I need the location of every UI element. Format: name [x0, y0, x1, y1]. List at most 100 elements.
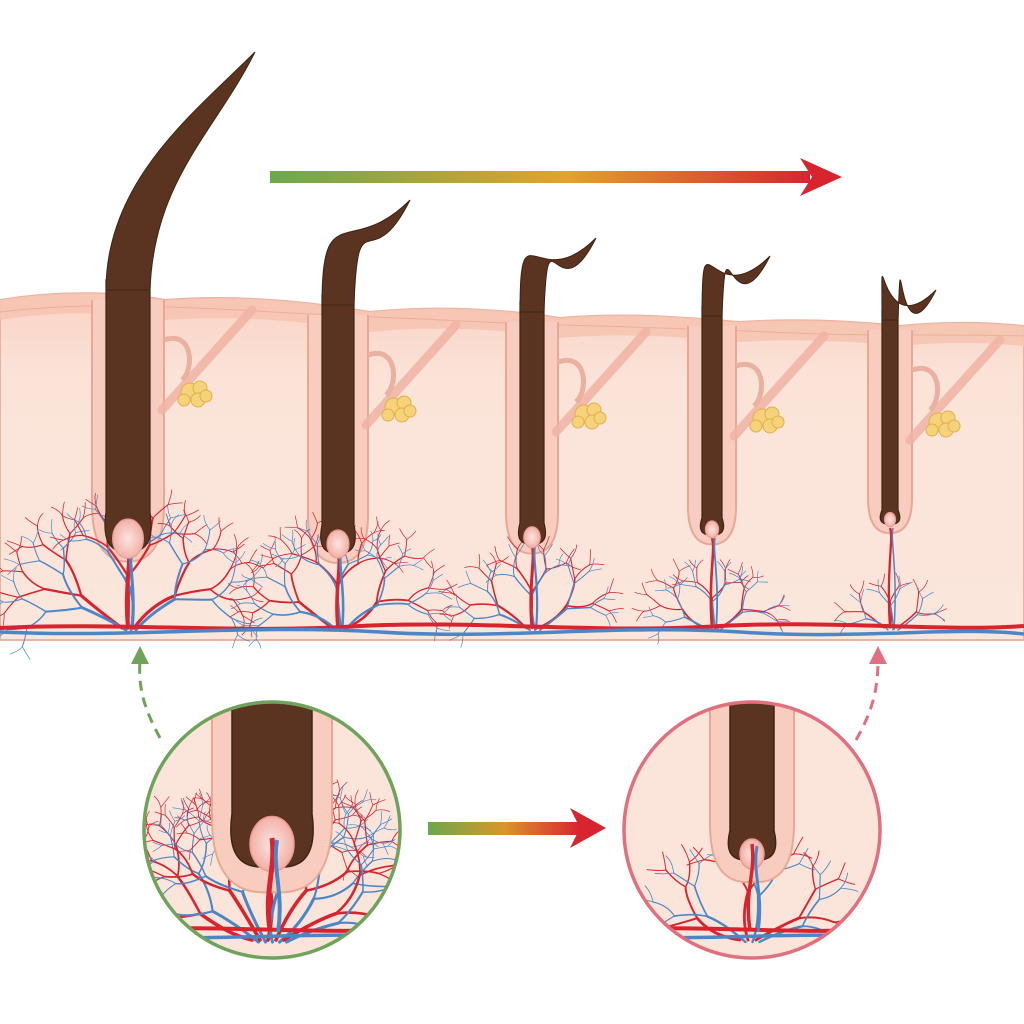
- artery-branch: [352, 806, 363, 816]
- vein-branch: [387, 845, 398, 851]
- vein-branch: [372, 824, 381, 835]
- vein-branch: [343, 835, 369, 840]
- artery-branch: [849, 584, 860, 595]
- artery-branch: [609, 610, 617, 623]
- artery-branch: [429, 890, 430, 905]
- vein-branch: [258, 613, 274, 627]
- vein-branch: [378, 930, 400, 954]
- vein-branch: [567, 552, 575, 567]
- vein-branch: [458, 606, 475, 619]
- vein-branch: [390, 886, 400, 894]
- artery-branch: [268, 535, 282, 540]
- artery-branch: [394, 561, 408, 564]
- artery-branch: [113, 874, 126, 884]
- vein-branch: [132, 884, 137, 896]
- healthy-circle-border: [142, 700, 402, 960]
- artery-branch: [696, 567, 698, 583]
- hair-root: [727, 702, 777, 861]
- vein-branch: [360, 863, 364, 893]
- vein-branch: [343, 827, 347, 838]
- vein-branch: [293, 537, 296, 551]
- vein-branch: [376, 577, 386, 607]
- vein-branch: [406, 874, 421, 875]
- artery-branch: [834, 602, 846, 613]
- vein-branch: [259, 563, 268, 578]
- artery-branch: [427, 609, 444, 612]
- vein-branch: [603, 598, 616, 600]
- artery-branch: [665, 869, 687, 888]
- artery-branch: [301, 528, 310, 539]
- vein-branch: [723, 579, 740, 586]
- vein-branch: [398, 951, 400, 958]
- vein-branch: [763, 605, 779, 614]
- artery-branch: [646, 869, 667, 871]
- vein-branch: [648, 633, 659, 639]
- artery-branch: [631, 607, 645, 612]
- artery-branch: [515, 548, 519, 570]
- artery-branch: [859, 580, 865, 595]
- vein-branch: [419, 955, 430, 966]
- papilla-artery: [529, 545, 535, 629]
- artery-branch: [762, 605, 780, 613]
- vein-branch: [380, 536, 389, 546]
- artery-branch: [126, 843, 138, 847]
- vein-branch: [455, 594, 460, 608]
- vein-branch: [431, 924, 442, 938]
- artery-branch: [651, 568, 659, 582]
- sebaceous-gland: [177, 380, 213, 408]
- artery-branch: [91, 918, 103, 920]
- artery-branch: [643, 605, 661, 612]
- hair-root: [517, 301, 547, 545]
- vein-branch: [427, 613, 438, 629]
- artery-branch: [310, 538, 317, 563]
- follicle-sequence: [0, 51, 1005, 660]
- vein-branch: [433, 939, 437, 948]
- vein-branch: [223, 552, 235, 563]
- vein-branch: [818, 874, 821, 900]
- vein-branch: [430, 966, 431, 978]
- artery-branch: [394, 563, 404, 573]
- sebaceous-lobule: [749, 419, 763, 433]
- artery-branch: [401, 934, 412, 954]
- vein-branch: [193, 821, 204, 834]
- vein-branch: [307, 531, 318, 545]
- vein-branch: [241, 574, 252, 580]
- vein-branch: [179, 522, 191, 534]
- hair-shaft: [701, 255, 771, 317]
- dashed-up-arrow-icon: [131, 646, 149, 664]
- vein-branch: [397, 545, 403, 555]
- vein-branch: [229, 597, 241, 605]
- vein-branch: [573, 571, 590, 585]
- artery-branch: [209, 801, 212, 818]
- vein-branch: [457, 583, 472, 588]
- artery-branch: [880, 573, 885, 587]
- artery-branch: [228, 583, 239, 589]
- vein-branch: [170, 514, 180, 526]
- artery-branch: [116, 852, 129, 863]
- vein-branch: [394, 989, 395, 1002]
- artery-branch: [118, 865, 129, 870]
- artery-branch: [814, 878, 840, 890]
- vein-branch: [377, 533, 381, 546]
- vein-branch: [291, 541, 300, 556]
- vein-branch: [652, 615, 667, 623]
- vein-branch: [384, 989, 394, 996]
- artery-branch: [49, 536, 65, 541]
- artery-branch: [416, 862, 426, 870]
- artery-branch: [185, 796, 195, 804]
- arrector-pili-muscle: [551, 327, 651, 437]
- vein-branch: [169, 810, 176, 822]
- vein-branch: [312, 882, 354, 900]
- vein-branch: [694, 863, 700, 887]
- vein-branch: [230, 561, 237, 583]
- artery-branch: [131, 969, 134, 980]
- vein-branch: [756, 570, 759, 583]
- artery-branch: [2, 570, 24, 573]
- artery-branch: [695, 916, 742, 942]
- artery-branch: [375, 902, 400, 918]
- vein-branch: [361, 799, 377, 803]
- artery-branch: [812, 850, 820, 867]
- vein-branch: [199, 792, 204, 806]
- vein-branch: [284, 585, 302, 613]
